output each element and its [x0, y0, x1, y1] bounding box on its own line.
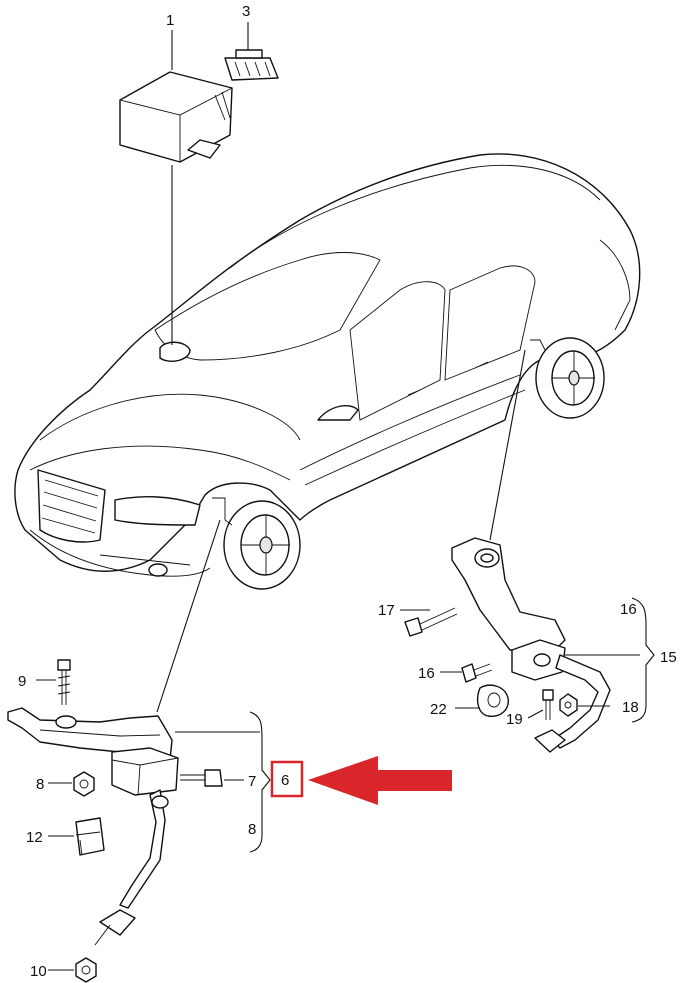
- callout-1: 1: [166, 12, 174, 29]
- callout-3: 3: [242, 3, 250, 20]
- callout-labels: 1 3 9 8 12 10 7 8 17 16 22 19 18 16 15: [18, 3, 677, 980]
- callout-9: 9: [18, 673, 26, 690]
- front-callout-lines: [36, 679, 271, 971]
- rear-callout-lines: [400, 597, 655, 723]
- front-level-sensor: [7, 519, 223, 983]
- callout-18: 18: [622, 699, 639, 716]
- callout-10: 10: [30, 963, 47, 980]
- highlight-callout: 6: [270, 756, 452, 805]
- callout-6: 6: [281, 772, 289, 789]
- highlight-box: [270, 760, 304, 798]
- callout-7: 7: [248, 773, 256, 790]
- callout-8-right: 8: [248, 821, 256, 838]
- callout-19: 19: [506, 711, 523, 728]
- callout-15: 15: [660, 649, 677, 666]
- callout-16-left: 16: [418, 665, 435, 682]
- left-arrow-icon: [308, 756, 452, 805]
- rear-level-sensor: [404, 349, 611, 753]
- car-illustration: [14, 153, 641, 590]
- callout-8-left: 8: [36, 776, 44, 793]
- callout-12: 12: [26, 829, 43, 846]
- control-unit-part: [119, 30, 233, 345]
- callout-16-right: 16: [620, 601, 637, 618]
- connector-part: [224, 22, 279, 81]
- callout-17: 17: [378, 602, 395, 619]
- callout-22: 22: [430, 701, 447, 718]
